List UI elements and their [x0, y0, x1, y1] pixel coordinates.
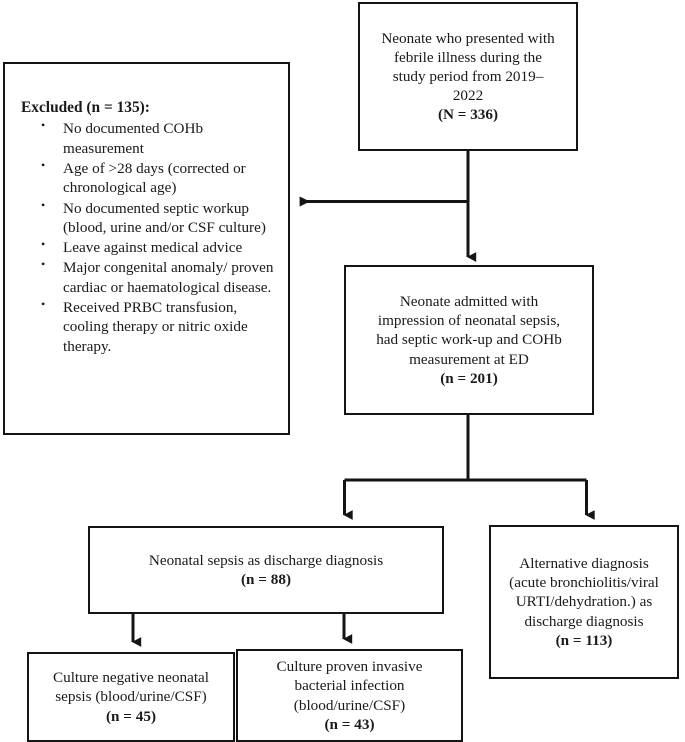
culture-negative-line-2: sepsis (blood/urine/CSF) [55, 688, 207, 706]
list-item: No documented septic workup (blood, urin… [41, 198, 278, 238]
enrollment-line-1: Neonate who presented with [381, 29, 555, 47]
alternative-line-2: (acute bronchiolitis/viral [509, 574, 659, 592]
included-count: (n = 201) [440, 369, 498, 387]
culture-negative-count: (n = 45) [106, 707, 156, 725]
culture-proven-line-2: bacterial infection [294, 677, 405, 695]
enrollment-box: Neonate who presented with febrile illne… [358, 2, 578, 151]
alternative-line-1: Alternative diagnosis [519, 555, 649, 573]
included-box: Neonate admitted with impression of neon… [344, 265, 594, 415]
neonatal-sepsis-count: (n = 88) [241, 571, 291, 588]
culture-proven-box: Culture proven invasive bacterial infect… [236, 649, 463, 742]
list-item: Major congenital anomaly/ proven cardiac… [41, 257, 278, 297]
included-line-4: measurement at ED [409, 350, 529, 368]
enrollment-line-4: 2022 [452, 87, 484, 105]
neonatal-sepsis-line-1: Neonatal sepsis as discharge diagnosis [148, 551, 384, 569]
culture-negative-box: Culture negative neonatal sepsis (blood/… [27, 652, 235, 742]
alternative-diagnosis-box: Alternative diagnosis (acute bronchiolit… [489, 525, 679, 679]
alternative-line-4: discharge diagnosis [524, 612, 644, 630]
culture-negative-line-1: Culture negative neonatal [52, 669, 210, 687]
alternative-count: (n = 113) [555, 631, 613, 649]
included-line-2: impression of neonatal sepsis, [377, 312, 561, 330]
list-item: Received PRBC transfusion, cooling thera… [41, 297, 278, 356]
culture-proven-line-3: (blood/urine/CSF) [293, 696, 406, 714]
list-item: Leave against medical advice [41, 237, 278, 257]
excluded-box: Excluded (n = 135): No documented COHb m… [3, 62, 290, 435]
excluded-title: Excluded (n = 135): [21, 99, 150, 116]
enrollment-line-3: study period from 2019– [392, 67, 544, 85]
culture-proven-count: (n = 43) [324, 715, 375, 733]
enrollment-count: (N = 336) [437, 106, 499, 124]
alternative-line-3: URTI/dehydration.) as [515, 593, 653, 611]
neonatal-sepsis-box: Neonatal sepsis as discharge diagnosis (… [88, 526, 444, 614]
enrollment-line-2: febrile illness during the [393, 48, 543, 66]
list-item: No documented COHb measurement [41, 118, 278, 158]
included-line-1: Neonate admitted with [399, 293, 539, 311]
list-item: Age of >28 days (corrected or chronologi… [41, 158, 278, 198]
excluded-reason-list: No documented COHb measurement Age of >2… [21, 118, 278, 356]
included-line-3: had septic work-up and COHb [376, 331, 562, 349]
culture-proven-line-1: Culture proven invasive [276, 658, 423, 676]
